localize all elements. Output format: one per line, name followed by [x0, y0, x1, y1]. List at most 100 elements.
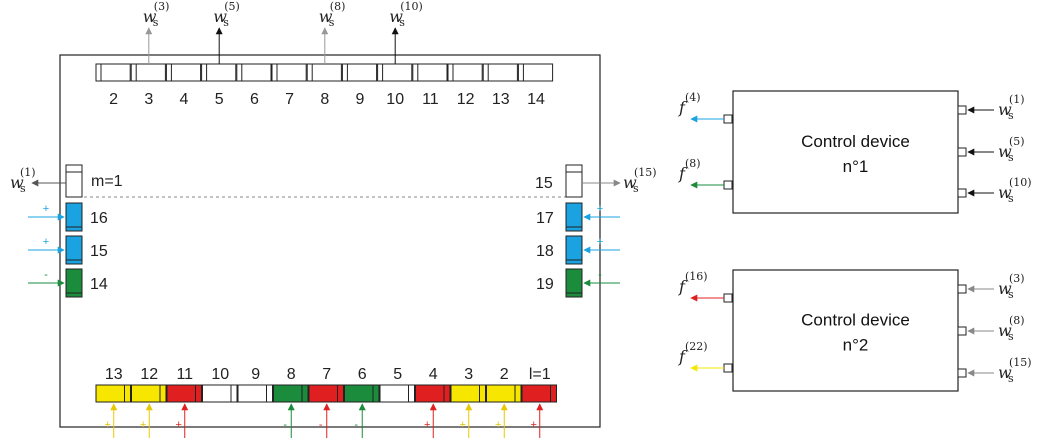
bottom-zone-box	[344, 384, 380, 403]
right-zone-box	[565, 202, 583, 232]
left-zone-box	[65, 268, 83, 298]
top-zone-box	[271, 63, 307, 82]
input-symbol-sub: s	[1008, 372, 1014, 385]
bottom-input-sign: +	[531, 419, 537, 431]
top-zone-label: 7	[285, 91, 294, 108]
top-zone-box	[517, 63, 554, 82]
bottom-zone-label: 11	[176, 366, 193, 383]
svg-text:(1): (1)	[20, 166, 36, 179]
device-title: Control device	[801, 132, 910, 151]
output-symbol: f(22)	[678, 340, 708, 366]
input-symbol-sub: s	[1008, 330, 1014, 343]
bottom-input-sign: -	[283, 419, 287, 431]
top-output-symbol: ws(8)	[319, 0, 346, 29]
top-zone-box	[165, 63, 202, 82]
top-output-symbol-base: w	[389, 7, 403, 26]
top-output-arrows: ws(3)ws(5)ws(8)ws(10)	[143, 0, 423, 64]
top-zone-box	[447, 63, 483, 82]
top-output-symbol-sup: (8)	[330, 0, 346, 13]
left-input-sign: +	[43, 203, 49, 215]
bottom-zone-label: l=1	[529, 366, 551, 383]
right-input-sign: +	[597, 203, 603, 215]
top-output-symbol: ws(5)	[213, 0, 240, 29]
output-symbol-sup: (4)	[685, 91, 701, 104]
bottom-zone-label: 3	[464, 366, 473, 383]
output-symbol: f(8)	[678, 157, 701, 183]
output-symbol-sup: (16)	[685, 270, 708, 283]
left-zone-label: 15	[90, 243, 108, 260]
control-devices: Control devicen°1f(4)f(8)ws(1)ws(5)ws(10…	[678, 90, 1032, 392]
input-port	[957, 284, 967, 294]
input-port	[957, 147, 967, 157]
input-port	[957, 326, 967, 336]
input-symbol-sub: s	[1008, 288, 1014, 301]
top-zone-label: 6	[250, 91, 259, 108]
bottom-zone-box	[273, 384, 309, 403]
left-zone-label: 14	[90, 276, 108, 293]
top-output-symbol-base: w	[143, 7, 157, 26]
input-symbol: ws(5)	[998, 135, 1025, 164]
input-port	[957, 188, 967, 198]
input-symbol-base: w	[998, 321, 1012, 340]
input-symbol-sup: (8)	[1009, 314, 1025, 327]
input-symbol-sup: (15)	[1009, 356, 1032, 369]
output-symbol: f(16)	[678, 270, 708, 296]
top-output-symbol-sub: s	[223, 16, 229, 29]
input-symbol-base: w	[998, 363, 1012, 382]
input-symbol-sub: s	[1008, 109, 1014, 122]
svg-text:s: s	[633, 182, 639, 195]
top-zone-box	[236, 63, 272, 82]
bottom-zone-box	[131, 384, 167, 403]
zone-box-m1	[65, 164, 83, 198]
top-output-symbol-sup: (3)	[154, 0, 170, 13]
input-symbol-sub: s	[1008, 151, 1014, 164]
bottom-zone-label: 5	[393, 366, 402, 383]
left-output-symbol: w s (1)	[10, 166, 36, 195]
top-output-symbol-sub: s	[329, 16, 335, 29]
top-output-symbol: ws(3)	[143, 0, 170, 29]
top-zone-label: 8	[320, 91, 329, 108]
svg-text:(15): (15)	[634, 166, 657, 179]
top-zone-label: 4	[180, 91, 189, 108]
bottom-zone-label: 4	[429, 366, 438, 383]
room-outline	[59, 54, 601, 428]
output-symbol-sup: (8)	[685, 157, 701, 170]
bottom-zone-label: 13	[105, 366, 123, 383]
bottom-input-sign: +	[105, 419, 111, 431]
bottom-zone-label: 7	[322, 366, 331, 383]
left-zone-box	[65, 202, 83, 232]
device-number: n°2	[843, 336, 869, 355]
bottom-zone-box	[202, 384, 238, 403]
input-symbol-sup: (5)	[1009, 135, 1025, 148]
device-box	[732, 269, 959, 392]
output-symbol-base: f	[678, 277, 688, 296]
bottom-zone-label: 2	[500, 366, 509, 383]
right-zone-label: 17	[536, 210, 554, 227]
left-input-sign: +	[43, 236, 49, 248]
bottom-zone-box	[415, 384, 451, 403]
bottom-input-sign: +	[495, 419, 501, 431]
bottom-zone-label: 9	[251, 366, 260, 383]
svg-text:w: w	[623, 173, 637, 192]
bottom-zone-label: 10	[211, 366, 229, 383]
svg-text:s: s	[20, 182, 26, 195]
left-zone-label: 16	[90, 210, 108, 227]
top-zone-label: 5	[215, 91, 224, 108]
right-zone-box	[565, 235, 583, 265]
right-zone-label: 18	[536, 243, 554, 260]
input-symbol-sup: (10)	[1009, 176, 1032, 189]
top-zone-label: 14	[527, 91, 545, 108]
zone-box-15	[565, 164, 583, 198]
bottom-input-sign: -	[354, 419, 358, 431]
input-symbol: ws (8)	[998, 314, 1025, 343]
left-zone-box	[65, 235, 83, 265]
top-zone-label: 11	[422, 91, 439, 108]
top-zone-box	[95, 63, 131, 82]
side-zones: +16+15-14+17+18-19	[28, 202, 620, 298]
label-15-top: 15	[535, 175, 553, 192]
device-number: n°1	[843, 157, 869, 176]
label-m1: m=1	[91, 173, 123, 190]
input-symbol-sub: s	[1008, 192, 1014, 205]
